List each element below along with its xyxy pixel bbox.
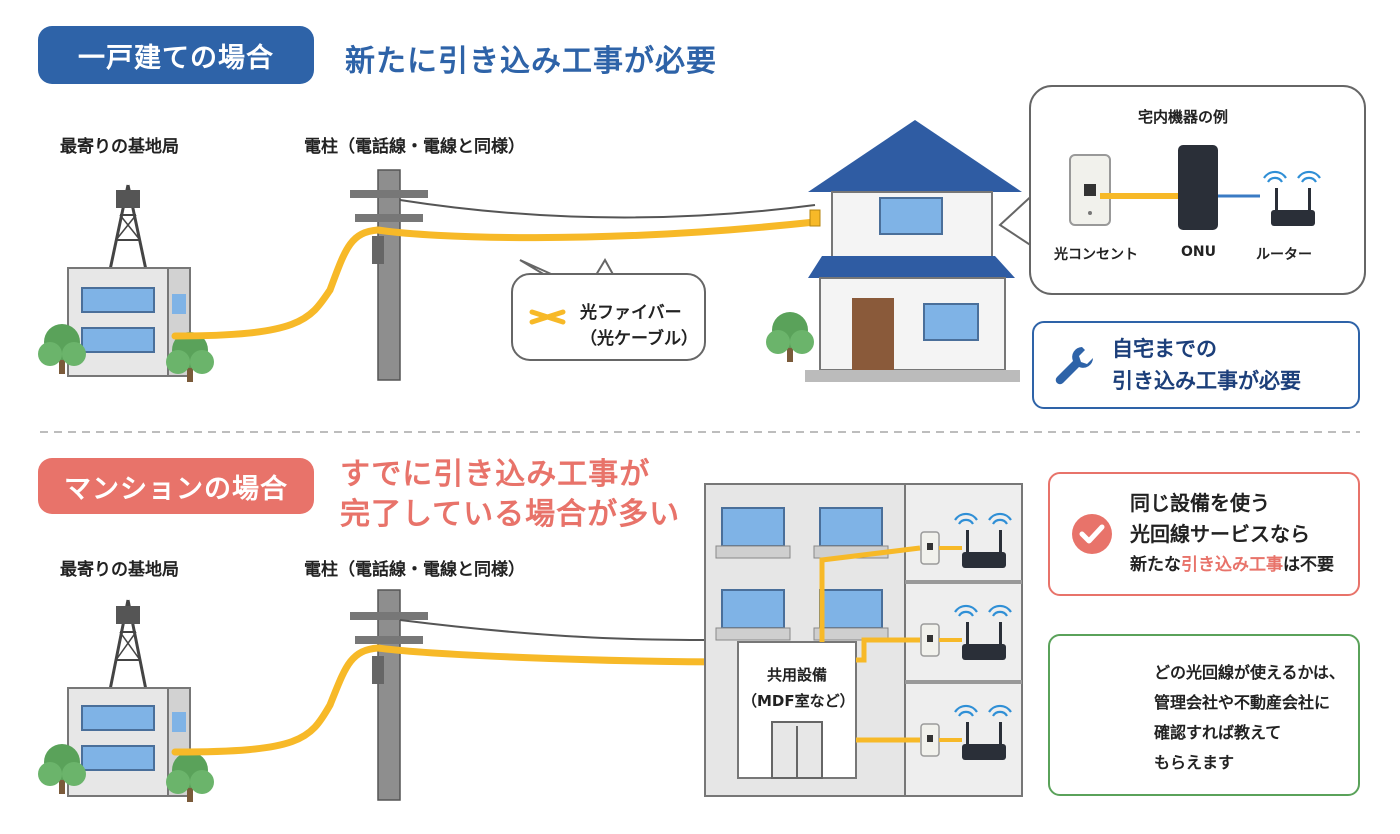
note-work-line-1: 自宅までの — [1112, 337, 1217, 361]
device-router-label: ルーター — [1256, 247, 1312, 263]
note-ask-manager-text: どの光回線が使えるかは、 管理会社や不動産会社に 確認すれば教えて もらえます — [1154, 658, 1345, 778]
in-building-fiber — [819, 512, 1013, 762]
note-no-work-needed: 同じ設備を使う 光回線サービスなら 新たな引き込み工事は不要 — [1048, 472, 1360, 596]
note-ask-line-4: もらえます — [1154, 753, 1235, 772]
label-pole-bottom: 電柱（電話線・電線と同様） — [304, 560, 525, 580]
note-no-work-line-1: 同じ設備を使う — [1130, 490, 1270, 515]
note-no-work-post: は不要 — [1283, 554, 1334, 575]
base-station-top — [38, 184, 214, 382]
note-work-line-2: 引き込み工事が必要 — [1112, 369, 1301, 393]
fiber-bubble-line-1: 光ファイバー — [580, 303, 682, 323]
device-illustrations — [1069, 145, 1322, 230]
note-ask-manager: どの光回線が使えるかは、 管理会社や不動産会社に 確認すれば教えて もらえます — [1048, 634, 1360, 796]
note-no-work-pre: 新たな — [1130, 554, 1181, 575]
fiber-cable-top-2 — [374, 218, 819, 242]
fiber-cable-bottom-2 — [374, 644, 744, 666]
fiber-cable-bottom-1 — [171, 644, 382, 756]
wrench-icon — [1055, 347, 1093, 385]
fiber-bubble-line-2: （光ケーブル） — [580, 329, 698, 349]
heading-new-work-required: 新たに引き込み工事が必要 — [345, 44, 717, 79]
pill-detached-house: 一戸建ての場合 — [38, 26, 314, 84]
device-onu-label: ONU — [1181, 244, 1216, 260]
mdf-label-line-2: （MDF室など） — [742, 692, 855, 710]
utility-pole-top — [350, 169, 428, 381]
note-work-required-text: 自宅までの 引き込み工事が必要 — [1112, 333, 1301, 397]
fiber-bubble-text: 光ファイバー （光ケーブル） — [580, 300, 698, 352]
note-no-work-emphasis: 引き込み工事 — [1181, 554, 1283, 575]
note-ask-line-3: 確認すれば教えて — [1154, 723, 1282, 742]
note-no-work-line-3: 新たな引き込み工事は不要 — [1130, 550, 1334, 581]
label-base-station-bottom: 最寄りの基地局 — [60, 560, 179, 580]
heading-work-completed: すでに引き込み工事が 完了している場合が多い — [340, 455, 680, 535]
mdf-label-line-1: 共用設備 — [766, 666, 827, 684]
device-outlet-label: 光コンセント — [1054, 247, 1138, 263]
label-pole-top: 電柱（電話線・電線と同様） — [304, 137, 525, 157]
fiber-cable-top-1 — [171, 226, 382, 340]
note-no-work-text: 同じ設備を使う 光回線サービスなら 新たな引き込み工事は不要 — [1130, 488, 1334, 581]
heading-work-completed-line-2: 完了している場合が多い — [340, 497, 681, 532]
house — [766, 120, 1022, 382]
note-no-work-line-2: 光回線サービスなら — [1130, 521, 1310, 546]
check-circle-icon — [1072, 514, 1112, 554]
pill-detached-house-label: 一戸建ての場合 — [78, 42, 274, 74]
utility-pole-bottom — [350, 589, 428, 801]
pill-apartment-label: マンションの場合 — [64, 473, 288, 505]
mdf-label: 共用設備 （MDF室など） — [742, 662, 855, 714]
heading-work-completed-line-1: すでに引き込み工事が — [340, 457, 651, 492]
note-ask-line-1: どの光回線が使えるかは、 — [1154, 663, 1345, 682]
label-base-station-top: 最寄りの基地局 — [60, 137, 179, 157]
base-station-bottom — [38, 599, 214, 802]
note-ask-line-2: 管理会社や不動産会社に — [1154, 693, 1331, 712]
devices-title: 宅内機器の例 — [1138, 108, 1229, 126]
note-work-required: 自宅までの 引き込み工事が必要 — [1032, 321, 1360, 409]
pill-apartment: マンションの場合 — [38, 458, 314, 514]
fiber-bubble — [511, 258, 706, 361]
